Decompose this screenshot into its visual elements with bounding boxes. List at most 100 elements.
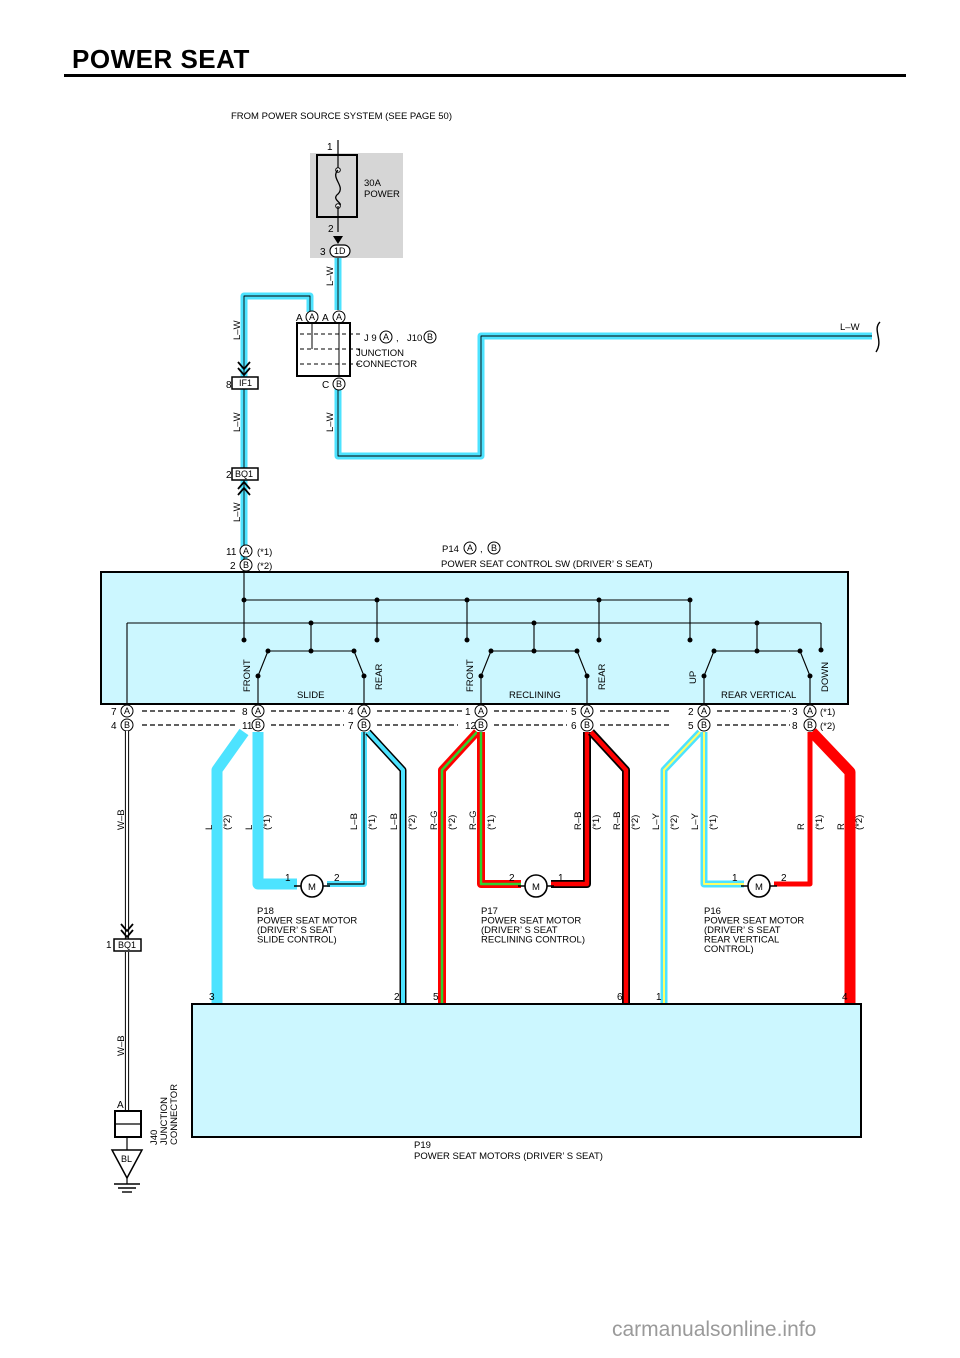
switch-pin-number: 7 xyxy=(111,707,117,718)
junction-pin-a: A xyxy=(296,313,303,324)
motor-icon xyxy=(524,874,548,898)
if1-label: IF1 xyxy=(239,378,252,388)
ground-name-1: JUNCTION xyxy=(159,1097,170,1145)
switch-box xyxy=(100,571,849,705)
sw-name: POWER SEAT CONTROL SW (DRIVER’ S SEAT) xyxy=(441,559,652,570)
junction-name-2: CONNECTOR xyxy=(356,359,417,370)
ground-triangle-icon xyxy=(110,1149,144,1180)
fuse-rating: 30A xyxy=(364,178,382,189)
switch-pin-letter: A xyxy=(255,706,261,716)
motor-icon xyxy=(300,874,324,898)
wire-note-label: (*2) xyxy=(407,815,418,830)
ground-code: BL xyxy=(121,1154,132,1164)
sw-group-reclining: RECLINING xyxy=(509,690,561,701)
switch-pin-letter: A xyxy=(361,706,367,716)
switch-pin-letter: B xyxy=(584,720,590,730)
pin-dashes xyxy=(142,710,790,726)
switch-pin-tab xyxy=(697,718,711,732)
switch-pin-tab xyxy=(803,718,817,732)
switch-pin-tab xyxy=(697,704,711,718)
bq1-pin: 2 xyxy=(226,470,232,481)
switch-pin-note-1: (*1) xyxy=(820,707,835,718)
wire-note-label: (*2) xyxy=(669,815,680,830)
motors-box-pin: 4 xyxy=(842,992,848,1003)
wire-color-label: R–B xyxy=(612,812,623,830)
wire-note-label: (*2) xyxy=(447,815,458,830)
motor-icon xyxy=(747,874,771,898)
bq1-label: BQ1 xyxy=(235,469,253,479)
wire-color-label: R–G xyxy=(429,810,440,830)
motor-letter: M xyxy=(755,882,763,893)
wire-color-label: L xyxy=(204,825,215,830)
switch-pin-number: 4 xyxy=(111,721,117,732)
sw-in-tab-a: A xyxy=(243,546,249,556)
sw-group-rear-vertical: REAR VERTICAL xyxy=(721,690,796,701)
fuse-element-icon xyxy=(335,169,341,207)
switch-pin-tab xyxy=(251,704,265,718)
wire-color-label: L–B xyxy=(389,813,400,830)
switch-pin-number: 12 xyxy=(465,721,477,732)
motor-label-l2: (DRIVER’ S SEAT xyxy=(481,925,558,936)
wire-lw-1: L–W xyxy=(325,266,336,286)
motor-pin-1: 1 xyxy=(285,873,291,884)
motor-pin-2: 2 xyxy=(781,873,787,884)
motor-letter: M xyxy=(308,882,316,893)
wire-color-label: R–B xyxy=(573,812,584,830)
junction-j9-tab: A xyxy=(383,332,389,342)
sw-ref-sep: , xyxy=(480,544,483,555)
switch-pin-number: 5 xyxy=(688,721,694,732)
motor-label-ref: P17 xyxy=(481,906,498,917)
wire-lw-4: L–W xyxy=(325,412,336,432)
switch-pin-letter: A xyxy=(701,706,707,716)
wire-wb-1: W–B xyxy=(116,809,127,830)
switch-pin-letter: B xyxy=(124,720,130,730)
junction-ref-j9: J 9 xyxy=(364,333,377,344)
switch-pin-tab xyxy=(474,718,488,732)
wire-lw-5: L–W xyxy=(232,502,243,522)
ground-pin: A xyxy=(117,1100,124,1111)
wire-wb-2: W–B xyxy=(116,1035,127,1056)
motor-label-l1: POWER SEAT MOTOR xyxy=(257,916,357,927)
switch-pin-letter: B xyxy=(478,720,484,730)
switch-pin-letter: A xyxy=(478,706,484,716)
wire-note-label: (*1) xyxy=(367,815,378,830)
wire-color-label: R–G xyxy=(468,810,479,830)
motors-box xyxy=(191,1003,862,1138)
wire-note-label: (*2) xyxy=(222,815,233,830)
page-title: POWER SEAT xyxy=(72,44,250,74)
switch-pin-number: 2 xyxy=(688,707,694,718)
motors-box-ref: P19 xyxy=(414,1140,431,1151)
fuse-name: POWER xyxy=(364,189,400,200)
motors-box-pin: 1 xyxy=(656,992,662,1003)
switch-pin-letter: A xyxy=(807,706,813,716)
sw-ref: P14 xyxy=(442,544,459,555)
switch-pin-tab xyxy=(357,718,371,732)
motor-label-l3: REAR VERTICAL xyxy=(704,935,779,946)
switch-pin-number: 8 xyxy=(242,707,248,718)
connector-chevron-icon-3 xyxy=(120,923,134,939)
switch-pin-number: 5 xyxy=(571,707,577,718)
sw-label-rear: REAR xyxy=(374,663,385,690)
sw-label-front: FRONT xyxy=(242,659,253,692)
motor-label-ref: P18 xyxy=(257,906,274,917)
junction-name-1: JUNCTION xyxy=(356,348,404,359)
switch-pin-letter: B xyxy=(807,720,813,730)
power-conn-code: 1D xyxy=(334,246,346,256)
sw-note-1: (*1) xyxy=(257,547,272,558)
junction-tab-2: A xyxy=(336,312,342,322)
connector-chevron-icon xyxy=(237,361,251,377)
fuse-symbol xyxy=(316,154,358,218)
wire-color-label: L–Y xyxy=(690,812,701,830)
switch-pin-letter: A xyxy=(584,706,590,716)
motor-label-l3: RECLINING CONTROL) xyxy=(481,935,585,946)
wire-note-label: (*2) xyxy=(854,815,865,830)
watermark: carmanualsonline.info xyxy=(612,1318,817,1341)
switch-contacts xyxy=(241,597,824,679)
if1-pin: 8 xyxy=(226,380,232,391)
connector-chevron-icon-2 xyxy=(237,480,251,496)
motor-label-l3: SLIDE CONTROL) xyxy=(257,935,337,946)
switch-pin-tab xyxy=(580,718,594,732)
sw-ref-tab-b: B xyxy=(491,543,497,553)
motors-box-pin: 2 xyxy=(394,992,400,1003)
